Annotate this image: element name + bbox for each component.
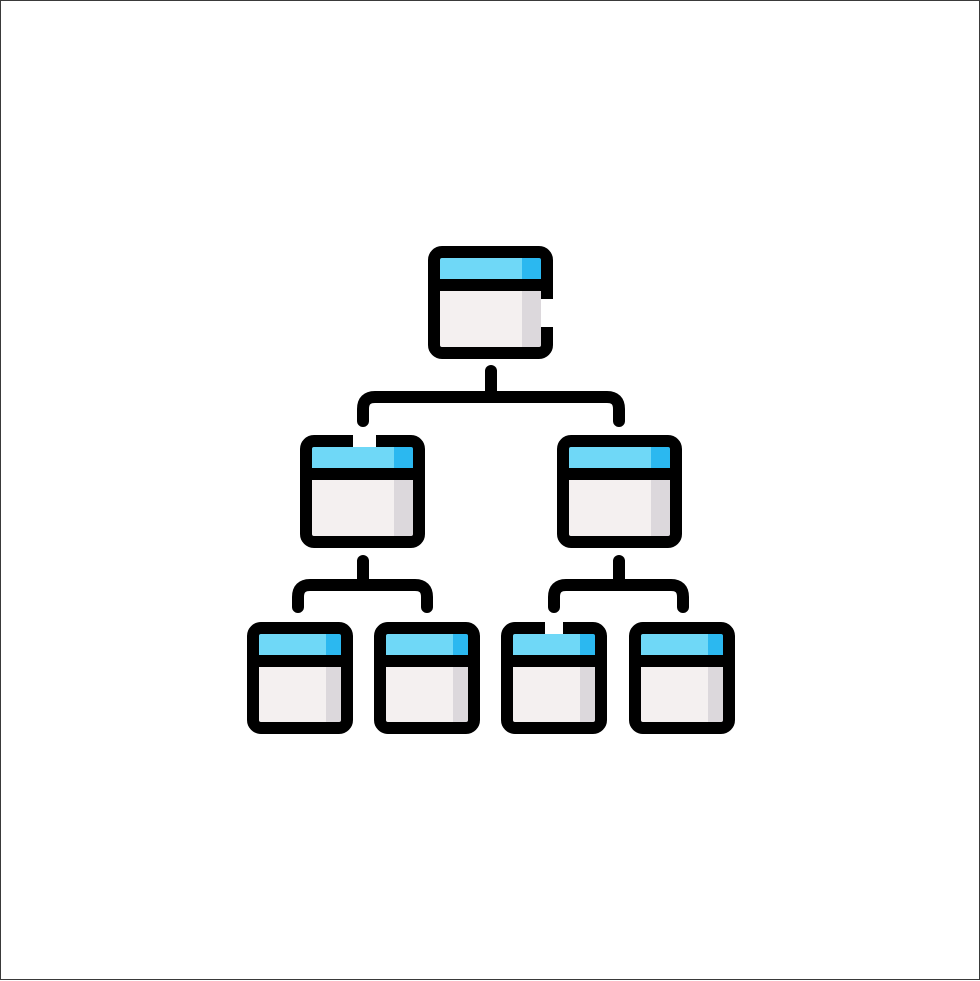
connector-right-branch [548, 579, 689, 613]
node-level3-3 [501, 622, 607, 734]
node-level2-left [300, 435, 425, 548]
hierarchy-nodes [247, 246, 735, 734]
node-level3-4 [629, 622, 735, 734]
node-outline [629, 622, 735, 734]
connector-lines [292, 365, 689, 613]
node-outline [247, 622, 353, 734]
connector-left-branch [292, 579, 433, 613]
node-outline [374, 622, 480, 734]
node-level3-2 [374, 622, 480, 734]
node-root [428, 246, 553, 359]
node-level2-right [557, 435, 682, 548]
node-level3-1 [247, 622, 353, 734]
connector-root-branch [357, 391, 625, 427]
node-outline [557, 435, 682, 548]
